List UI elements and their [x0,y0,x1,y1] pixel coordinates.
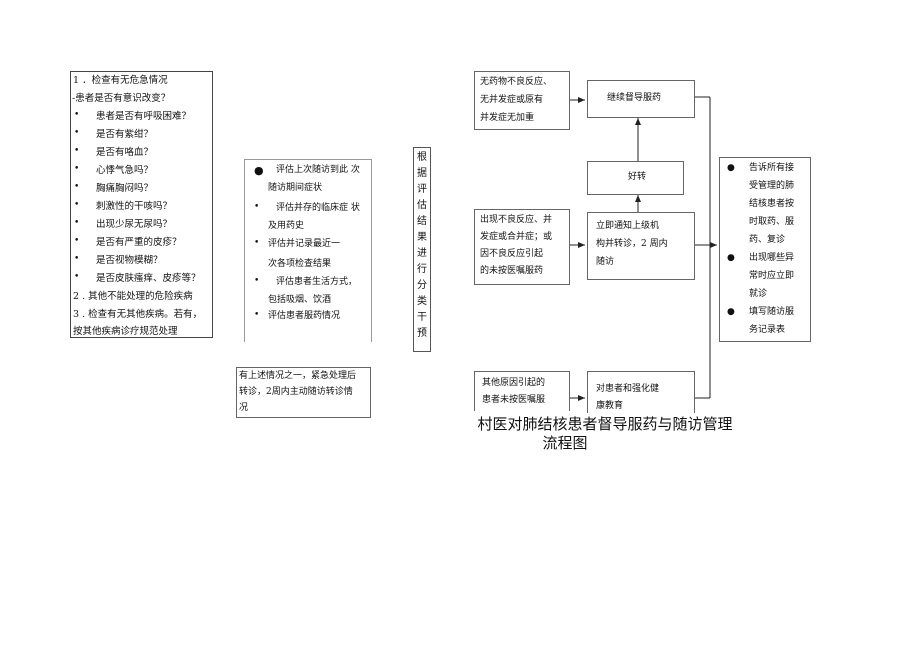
educate-line-1: 对患者和强化健 [596,384,660,394]
bullet-dot: • [254,238,260,248]
checklist-item-10: 是否有严重的皮疹？ [96,237,182,248]
condition-bad-box [474,209,570,285]
condition-bad-line-3: 因不良反应引起 [480,249,544,259]
condition-other-line-1: 其他原因引起的 [482,378,546,388]
checklist-item-3: 患者是否有呼吸困难？ [96,111,192,122]
emergency-line-2: 转诊，2周内主动随访转诊情 [239,387,353,397]
notice-line-1: 告诉所有接 [749,163,795,173]
emergency-line-1: 有上述情况之一，紧急处理后 [239,371,357,381]
checklist-item-9: 出现少尿无尿吗？ [96,219,173,230]
assessment-item-1: 评估上次随访到此 次 [276,165,360,175]
condition-bad-line-2: 发症或合并症；或 [480,232,553,242]
diagram-title-line-1: 村医对肺结核患者督导服药与随访管理 [477,415,733,433]
continue-label: 继续督导服药 [607,93,662,103]
notice-line-10: 务记录表 [749,325,786,335]
bullet-dot: • [74,182,80,192]
condition-good-line-1: 无药物不良反应、 [480,77,553,87]
bullet-dot: • [74,218,80,228]
checklist-item-5: 是否有咯血？ [96,147,154,158]
bullet-dot: • [74,110,80,120]
condition-good-box [474,71,570,130]
bullet-dot: • [74,128,80,138]
condition-bad-line-4: 的未按医嘱服药 [480,266,544,276]
notice-line-9: 填写随访服 [749,307,795,317]
better-label: 好转 [628,172,647,182]
checklist-item-12: 是否皮肤瘙痒、皮疹等？ [96,273,201,284]
checklist-item-15: 按其他疾病诊疗规范处理 [73,326,178,337]
educate-box [587,371,695,413]
refer-line-1: 立即通知上级机 [596,221,660,231]
assessment-item-5: 评估并记录最近一 [268,239,341,249]
notice-box [719,157,811,342]
refer-line-2: 构并转诊，2 周内 [596,239,668,249]
bullet-dot: • [74,146,80,156]
bullet-dot: • [254,202,260,212]
condition-good-line-2: 无并发症或原有 [480,95,544,105]
notice-line-4: 时取药、服 [749,217,795,227]
checklist-item-2: -患者是否有意识改变？ [72,93,171,104]
checklist-item-14: 3 . 检查有无其他疾病。若有， [73,309,203,320]
bullet-dot: ● [727,253,735,263]
bullet-dot: ● [727,163,735,173]
diagram-title-line-2: 流程图 [542,434,588,452]
bullet-dot: • [74,164,80,174]
bullet-dot: • [74,236,80,246]
condition-bad-line-1: 出现不良反应、并 [480,215,553,225]
assessment-item-4: 及用药史 [268,221,305,231]
checklist-box [70,71,213,338]
notice-line-8: 就诊 [749,289,768,299]
checklist-item-7: 胸痛胸闷吗？ [96,183,154,194]
bullet-dot: • [254,276,260,286]
notice-line-2: 受管理的肺 [749,181,795,191]
assessment-item-9: 评估患者服药情况 [268,311,341,321]
assessment-box [244,159,372,342]
checklist-item-13: 2 . 其他不能处理的危险疾病 [73,291,193,302]
better-box [587,161,684,195]
checklist-item-8: 刺激性的干咳吗？ [96,201,173,212]
assessment-item-3: 评估并存的临床症 状 [276,203,360,213]
emergency-box [236,367,371,418]
refer-box [587,212,695,280]
notice-line-3: 结核患者按 [749,199,795,209]
assessment-item-6: 次各项检查结果 [268,259,332,269]
bullet-dot: • [254,310,260,320]
condition-good-line-3: 并发症无加重 [480,113,535,123]
assessment-item-2: 随访期间症状 [268,183,323,193]
checklist-item-6: 心悸气急吗？ [96,165,154,176]
classify-text: 根据评估结果进行分类干预 [417,152,427,339]
checklist-item-4: 是否有紫绀？ [96,129,154,140]
continue-box [587,80,695,118]
bullet-dot: • [74,272,80,282]
checklist-item-1: 1 ．检查有无危急情况 [73,75,168,86]
assessment-item-7: 评估患者生活方式， [276,277,358,287]
bullet-dot: ● [254,164,264,177]
notice-line-5: 药、复诊 [749,235,786,245]
notice-line-7: 常时应立即 [749,271,795,281]
classify-box [413,147,431,352]
bullet-dot: • [74,200,80,210]
checklist-item-11: 是否视物模糊？ [96,255,163,266]
educate-line-2: 康教育 [596,401,624,411]
bullet-dot: • [74,254,80,264]
notice-line-6: 出现哪些异 [749,253,795,263]
bullet-dot: ● [727,307,735,317]
condition-other-box [474,371,570,411]
refer-line-3: 随访 [596,257,615,267]
assessment-item-8: 包括吸烟、饮酒 [268,295,332,305]
emergency-line-3: 况 [239,403,249,413]
condition-other-line-2: 患者未按医嘱服 [482,395,546,405]
